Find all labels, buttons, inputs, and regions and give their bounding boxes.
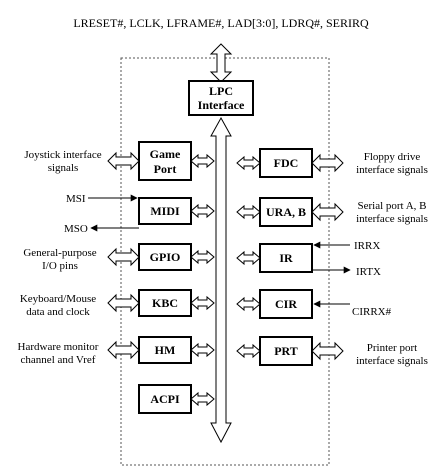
hm-ext-label-2: channel and Vref [21,354,96,366]
fdc-bus-arrow [236,155,261,171]
kbc-bus-arrow [190,295,215,311]
top-signals-label: LRESET#, LCLK, LFRAME#, LAD[3:0], LDRQ#,… [73,16,369,30]
ura-b-ext-label-2: interface signals [356,213,428,225]
fdc-external-arrow [311,153,344,173]
prt-ext-label-1: Printer port [367,342,417,354]
game-port-ext-label-1: Joystick interface [24,149,101,161]
lpc-external-arrow [209,43,233,83]
cir-label: CIR [275,297,297,311]
prt-bus-arrow [236,343,261,359]
game-port-ext-label-2: signals [48,162,79,174]
msi-label: MSI [66,193,86,205]
kbc-external-arrow [107,293,140,313]
gpio-ext-label-2: I/O pins [42,260,78,272]
kbc-label: KBC [152,296,178,310]
gpio-label: GPIO [150,250,181,264]
irrx-label: IRRX [354,240,380,252]
mso-label: MSO [64,223,88,235]
kbc-ext-label-2: data and clock [26,306,90,318]
kbc-ext-label-1: Keyboard/Mouse [20,293,96,305]
midi-bus-arrow [190,203,215,219]
acpi-block: ACPI [138,384,192,414]
game-port-bus-arrow [190,153,215,169]
prt-block: PRT [259,336,313,366]
gpio-block: GPIO [138,243,192,271]
hm-external-arrow [107,340,140,360]
ir-label: IR [279,251,293,265]
game-port-label-1: Game [150,147,181,161]
hm-label: HM [155,343,176,357]
game-port-label-2: Port [154,162,177,176]
kbc-block: KBC [138,289,192,317]
fdc-label: FDC [274,156,299,170]
hm-block: HM [138,336,192,364]
game-port-external-arrow [107,151,140,171]
prt-external-arrow [311,341,344,361]
left-blocks: Game Port Joystick interface signals MID… [18,141,215,414]
fdc-ext-label-1: Floppy drive [364,151,421,163]
midi-block: MIDI [138,197,192,225]
cirrx-label: CIRRX# [352,306,392,318]
ura-b-bus-arrow [236,204,261,220]
midi-label: MIDI [150,204,180,218]
internal-bus-arrow [210,116,232,444]
gpio-ext-label-1: General-purpose [23,247,96,259]
lpc-interface-block: LPC Interface [188,80,254,116]
ir-block: IR [259,243,313,273]
fdc-ext-label-2: interface signals [356,164,428,176]
cir-block: CIR [259,289,313,319]
game-port-block: Game Port [138,141,192,181]
ura-b-label: URA, B [266,205,306,219]
irtx-label: IRTX [356,266,381,278]
fdc-block: FDC [259,148,313,178]
gpio-external-arrow [107,247,140,267]
gpio-bus-arrow [190,249,215,265]
ir-bus-arrow [236,250,261,266]
acpi-label: ACPI [150,392,180,406]
prt-ext-label-2: interface signals [356,355,428,367]
prt-label: PRT [274,344,298,358]
hm-ext-label-1: Hardware monitor [18,341,99,353]
ura-b-block: URA, B [259,197,313,227]
lpc-label-line1: LPC [209,84,233,98]
acpi-bus-arrow [190,391,215,407]
lpc-label-line2: Interface [198,98,245,112]
cir-bus-arrow [236,296,261,312]
right-blocks: FDC Floppy drive interface signals URA, … [236,148,428,367]
ura-b-external-arrow [311,202,344,222]
ura-b-ext-label-1: Serial port A, B [357,200,426,212]
hm-bus-arrow [190,342,215,358]
